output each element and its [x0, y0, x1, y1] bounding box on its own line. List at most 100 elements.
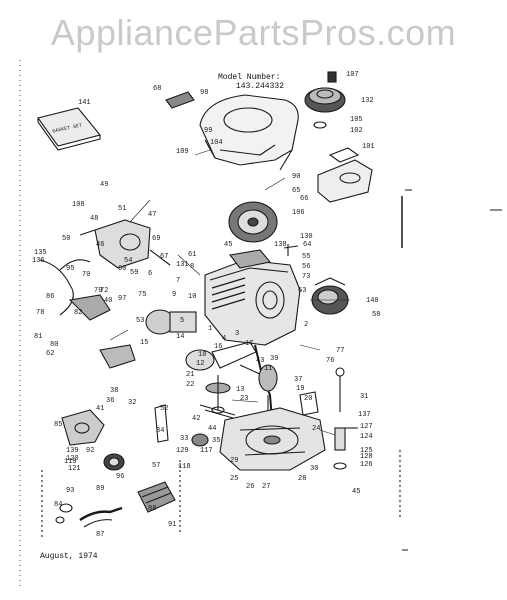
callout-139: 139 [66, 447, 79, 455]
callout-31: 31 [360, 393, 368, 401]
callout-125: 125 [360, 447, 373, 455]
air-cleaner [317, 147, 373, 203]
callout-79: 79 [94, 287, 102, 295]
gear-33 [191, 433, 209, 447]
callout-5: 5 [180, 317, 184, 325]
callout-37: 37 [294, 376, 302, 384]
hose [137, 481, 176, 513]
callout-42: 42 [192, 415, 200, 423]
callout-36: 36 [106, 397, 114, 405]
callout-126: 126 [360, 461, 373, 469]
callout-88: 88 [148, 505, 156, 513]
callout-7: 7 [176, 277, 180, 285]
frame-lines [41, 450, 401, 540]
callout-106: 106 [292, 209, 305, 217]
callout-67: 67 [160, 253, 168, 261]
callout-108: 108 [72, 201, 85, 209]
footer-date: August, 1974 [40, 552, 98, 561]
callout-53: 53 [136, 317, 144, 325]
callout-105: 105 [350, 116, 363, 124]
callout-135: 135 [34, 249, 47, 257]
callout-118: 118 [178, 463, 191, 471]
model-number-block: Model Number: 143.244332 [218, 73, 284, 91]
callout-3: 3 [235, 330, 239, 338]
callout-20: 20 [304, 395, 312, 403]
callout-16: 16 [214, 343, 222, 351]
callout-55: 55 [302, 253, 310, 261]
callout-140: 140 [366, 297, 379, 305]
callout-52: 52 [160, 405, 168, 413]
callout-26: 26 [246, 483, 254, 491]
callout-124: 124 [360, 433, 373, 441]
callout-96: 96 [116, 473, 124, 481]
callout-49: 49 [100, 181, 108, 189]
callout-1: 1 [208, 325, 212, 333]
callout-60: 60 [118, 265, 126, 273]
callout-109: 109 [176, 148, 189, 156]
callout-56: 56 [302, 263, 310, 271]
callout-57: 57 [152, 462, 160, 470]
callout-59: 59 [130, 269, 138, 277]
callout-132: 132 [361, 97, 374, 105]
clamp-93 [59, 503, 73, 513]
callout-64: 64 [303, 241, 311, 249]
callout-87: 87 [96, 531, 104, 539]
flywheel [228, 201, 278, 243]
callout-66: 66 [300, 195, 308, 203]
callout-21: 21 [186, 371, 194, 379]
watermark: AppliancePartsPros.com [50, 12, 457, 53]
callout-117: 117 [200, 447, 213, 455]
callout-121: 121 [68, 465, 81, 473]
callout-128: 128 [360, 453, 373, 461]
callout-137: 137 [358, 411, 371, 419]
callout-119: 119 [64, 458, 77, 466]
callout-68: 68 [153, 85, 161, 93]
callout-10: 10 [188, 293, 196, 301]
intake-muffler [145, 309, 197, 335]
callout-27: 27 [262, 483, 270, 491]
callout-46: 46 [96, 241, 104, 249]
callout-17: 17 [245, 340, 253, 348]
callout-4: 4 [222, 335, 226, 343]
callout-28: 28 [298, 475, 306, 483]
callout-44: 44 [208, 425, 216, 433]
callout-24: 24 [312, 425, 320, 433]
gasket-set-kit: GASKET SET [37, 107, 101, 151]
callout-48: 48 [90, 215, 98, 223]
callout-78: 78 [36, 309, 44, 317]
callout-138: 138 [274, 241, 287, 249]
page-number: 45 [352, 488, 361, 496]
callout-107: 107 [346, 71, 359, 79]
callout-120: 120 [66, 455, 79, 463]
starter-cup [311, 277, 349, 315]
carburetor [79, 219, 171, 269]
fuel-pump [61, 409, 105, 446]
callout-34: 34 [156, 427, 164, 435]
model-number-value: 143.244332 [236, 82, 285, 91]
callout-18: 18 [198, 351, 206, 359]
callout-25: 25 [230, 475, 238, 483]
callout-86: 86 [46, 293, 54, 301]
callout-136: 136 [32, 257, 45, 265]
spark-plug [283, 244, 299, 256]
callout-97: 97 [118, 295, 126, 303]
callout-77: 77 [336, 347, 344, 355]
callout-89: 89 [96, 485, 104, 493]
callout-19: 19 [296, 385, 304, 393]
callout-95: 95 [66, 265, 74, 273]
callout-40: 40 [104, 297, 112, 305]
callout-130: 130 [300, 233, 313, 241]
dipstick [333, 367, 358, 470]
camshaft [205, 375, 231, 414]
model-number-label: Model Number: [218, 73, 281, 82]
callout-98: 98 [200, 89, 208, 97]
callout-58: 58 [372, 311, 380, 319]
callout-69: 69 [152, 235, 160, 243]
callout-102: 102 [350, 127, 363, 135]
callout-43: 43 [256, 357, 264, 365]
callout-81: 81 [34, 333, 42, 341]
callout-41: 41 [96, 405, 104, 413]
callout-70: 70 [82, 271, 90, 279]
